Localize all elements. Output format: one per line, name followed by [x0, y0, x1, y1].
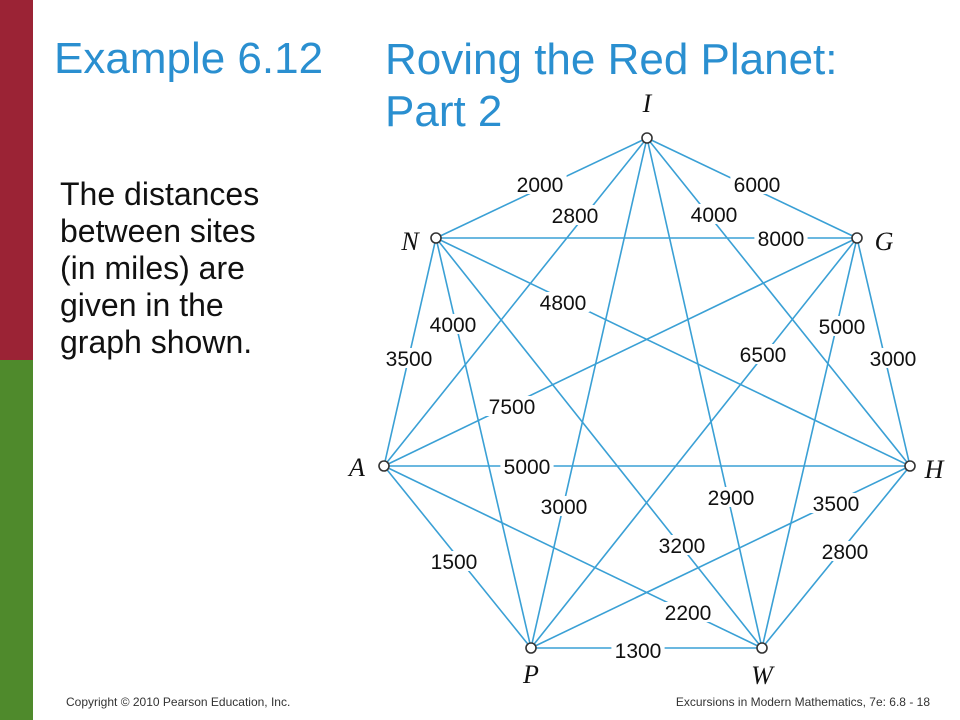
- edge-weight-I-A: 2800: [552, 205, 599, 228]
- slide-title: Roving the Red Planet: Part 2: [385, 34, 838, 138]
- edge-label-background: [866, 348, 920, 368]
- vertex-I: [641, 132, 653, 144]
- edge-label-background: [809, 493, 863, 513]
- edge-label-background: [818, 541, 872, 561]
- edge-I-P: [530, 137, 648, 649]
- edge-label-background: [736, 344, 790, 364]
- vertex-label-P: P: [522, 660, 539, 689]
- graph-edge-labels: 2000 6000 2800 4000 3000 2900 8000 3500 4800 4000…: [382, 174, 920, 663]
- accent-bar-bottom: [0, 360, 33, 720]
- edge-label-background: [704, 487, 758, 507]
- edge-label-background: [485, 396, 539, 416]
- edge-label-background: [815, 316, 869, 336]
- edge-weight-G-P: 6500: [740, 344, 787, 367]
- edge-weight-A-P: 1500: [431, 551, 478, 574]
- body-line: The distances: [60, 176, 260, 212]
- edge-label-background: [427, 551, 481, 571]
- edge-I-A: [383, 137, 648, 467]
- edge-weight-H-W: 2800: [822, 541, 869, 564]
- edge-weight-N-A: 3500: [386, 348, 433, 371]
- edge-G-A: [383, 237, 858, 467]
- edge-label-background: [513, 174, 567, 194]
- vertex-W: [756, 642, 768, 654]
- edge-weight-A-W: 2200: [665, 602, 712, 625]
- edge-weight-G-A: 7500: [489, 396, 536, 419]
- body-line: between sites: [60, 213, 256, 249]
- vertex-G: [851, 232, 863, 244]
- edge-weight-G-H: 3000: [870, 348, 917, 371]
- edge-label-background: [611, 640, 665, 660]
- edge-weight-N-G: 8000: [758, 228, 805, 251]
- edge-weight-I-G: 6000: [734, 174, 781, 197]
- graph-nodes: I N G A H P W: [347, 90, 945, 690]
- edge-label-background: [655, 535, 709, 555]
- edge-I-W: [646, 137, 763, 649]
- edge-label-background: [548, 205, 602, 225]
- edge-weight-G-W: 5000: [819, 316, 866, 339]
- edge-label-background: [500, 456, 554, 476]
- vertex-label-G: G: [875, 227, 894, 256]
- edge-label-background: [537, 496, 591, 516]
- slide-title-line-1: Roving the Red Planet:: [385, 35, 838, 84]
- vertex-label-A: A: [347, 453, 365, 482]
- vertex-A: [378, 460, 390, 472]
- body-line: (in miles) are: [60, 250, 245, 286]
- edge-weight-I-P: 3000: [541, 496, 588, 519]
- body-line: graph shown.: [60, 324, 253, 360]
- accent-bar-top: [0, 0, 33, 360]
- edge-label-background: [382, 348, 436, 368]
- vertex-label-H: H: [924, 455, 945, 484]
- edge-N-P: [435, 237, 532, 649]
- footer-copyright: Copyright © 2010 Pearson Education, Inc.: [66, 695, 291, 709]
- footer-source: Excursions in Modern Mathematics, 7e: 6.…: [675, 695, 930, 709]
- edge-label-background: [426, 314, 480, 334]
- vertex-label-N: N: [400, 227, 420, 256]
- edge-I-H: [646, 137, 911, 467]
- edge-weight-P-W: 1300: [615, 640, 662, 663]
- edge-N-H: [435, 237, 911, 467]
- edge-weight-I-H: 4000: [691, 204, 738, 227]
- edge-G-P: [530, 237, 858, 649]
- vertex-label-W: W: [751, 661, 775, 690]
- edge-label-background: [661, 602, 715, 622]
- weighted-graph: 2000 6000 2800 4000 3000 2900 8000 3500 4800 4000…: [347, 90, 945, 690]
- edge-weight-N-W: 3200: [659, 535, 706, 558]
- vertex-H: [904, 460, 916, 472]
- edge-weight-A-H: 5000: [504, 456, 551, 479]
- slide-title-prefix: Example 6.12: [54, 34, 324, 83]
- vertex-P: [525, 642, 537, 654]
- vertex-N: [430, 232, 442, 244]
- body-text: The distances between sites (in miles) a…: [60, 176, 360, 361]
- edge-label-background: [536, 292, 590, 312]
- edge-weight-I-N: 2000: [517, 174, 564, 197]
- edge-weight-I-W: 2900: [708, 487, 755, 510]
- vertex-label-I: I: [642, 90, 653, 118]
- edge-G-W: [761, 237, 858, 649]
- edge-weight-H-P: 3500: [813, 493, 860, 516]
- slide-title-line-2: Part 2: [385, 87, 503, 136]
- edge-label-background: [730, 174, 784, 194]
- edge-weight-N-H: 4800: [540, 292, 587, 315]
- edge-label-background: [754, 228, 808, 248]
- edge-label-background: [687, 204, 741, 224]
- body-line: given in the: [60, 287, 224, 323]
- edge-weight-N-P: 4000: [430, 314, 477, 337]
- edge-N-W: [435, 237, 763, 649]
